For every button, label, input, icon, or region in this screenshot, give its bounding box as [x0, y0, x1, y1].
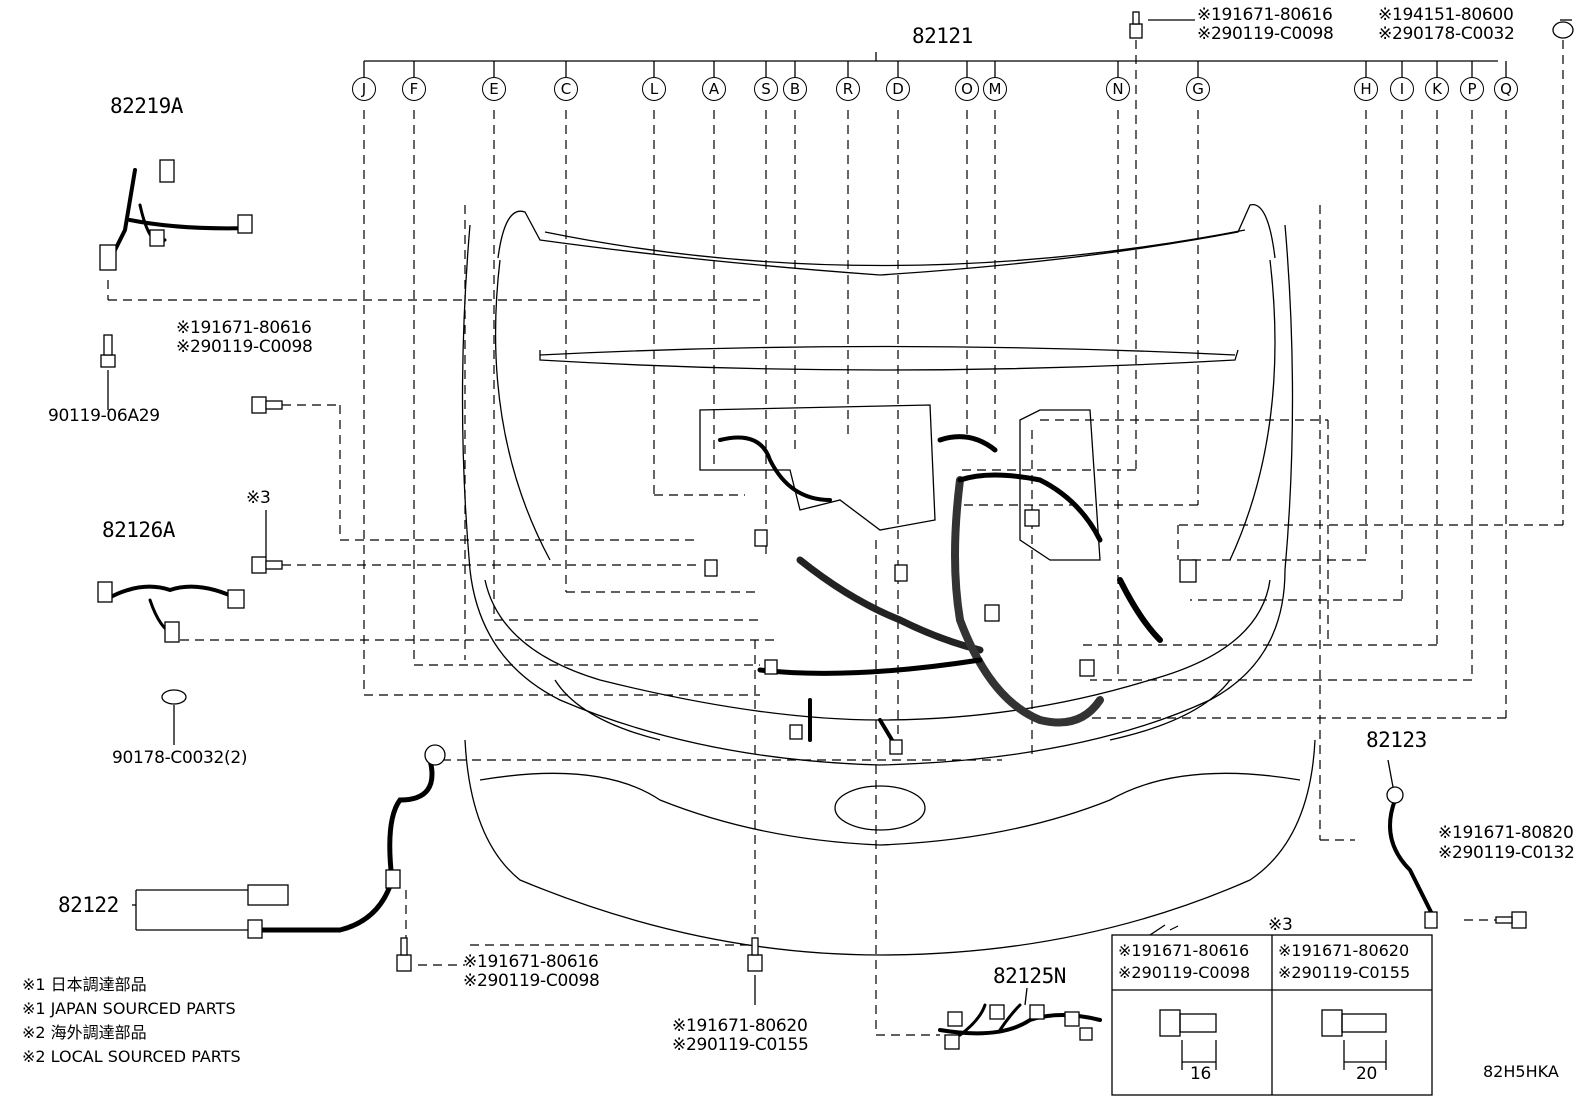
callout-L: L [642, 77, 666, 101]
table-col2-part-2: ※290119-C0155 [1278, 963, 1411, 982]
callout-F: F [402, 77, 426, 101]
callout-O: O [955, 77, 979, 101]
callout-S: S [754, 77, 778, 101]
callout-D: D [886, 77, 910, 101]
callout-E: E [482, 77, 506, 101]
part-90119-06A29: 90119-06A29 [48, 406, 160, 426]
top-bolt-part-1: ※191671-80616 [1197, 5, 1333, 25]
callout-M: M [983, 77, 1007, 101]
bolt-right-part-1: ※191671-80820 [1438, 823, 1574, 843]
callout-A: A [702, 77, 726, 101]
note-2-jp: ※2 海外調達部品 [22, 1023, 147, 1042]
top-nut-part-2: ※290178-C0032 [1378, 24, 1515, 44]
bolt-right-part-2: ※290119-C0132 [1438, 843, 1575, 863]
note-2-en: ※2 LOCAL SOURCED PARTS [22, 1047, 241, 1066]
part-82123: 82123 [1366, 728, 1427, 752]
callout-K: K [1425, 77, 1449, 101]
table-col1-part-2: ※290119-C0098 [1118, 963, 1251, 982]
callout-I: I [1390, 77, 1414, 101]
bolt-center-part-1: ※191671-80620 [672, 1016, 808, 1036]
table-col2-dim: 20 [1356, 1064, 1378, 1084]
note-1-en: ※1 JAPAN SOURCED PARTS [22, 999, 236, 1018]
top-bolt-part-2: ※290119-C0098 [1197, 24, 1334, 44]
callout-C: C [554, 77, 578, 101]
callout-Q: Q [1494, 77, 1518, 101]
main-part-number: 82121 [912, 24, 973, 48]
diagram-code: 82H5HKA [1483, 1062, 1559, 1081]
callout-R: R [836, 77, 860, 101]
bolt-lower-left-part-1: ※191671-80616 [463, 952, 599, 972]
table-col1-dim: 16 [1190, 1064, 1212, 1084]
part-82122: 82122 [58, 893, 119, 917]
callout-P: P [1460, 77, 1484, 101]
bolt-left-part-2: ※290119-C0098 [176, 337, 313, 357]
table-col2-part-1: ※191671-80620 [1278, 941, 1410, 960]
bolt-left-part-1: ※191671-80616 [176, 318, 312, 338]
part-82126A: 82126A [102, 518, 175, 542]
bolt-lower-left-part-2: ※290119-C0098 [463, 971, 600, 991]
callout-G: G [1186, 77, 1210, 101]
callout-J: J [352, 77, 376, 101]
note-1-jp: ※1 日本調達部品 [22, 975, 147, 994]
star3-label: ※3 [246, 488, 271, 508]
part-82219A: 82219A [110, 94, 183, 118]
callout-H: H [1354, 77, 1378, 101]
callout-N: N [1106, 77, 1130, 101]
bolt-center-part-2: ※290119-C0155 [672, 1035, 809, 1055]
table-title: ※3 [1268, 915, 1293, 935]
callout-B: B [783, 77, 807, 101]
part-82125N: 82125N [993, 964, 1066, 988]
part-90178-C0032: 90178-C0032(2) [112, 748, 248, 768]
top-nut-part-1: ※194151-80600 [1378, 5, 1514, 25]
table-col1-part-1: ※191671-80616 [1118, 941, 1250, 960]
